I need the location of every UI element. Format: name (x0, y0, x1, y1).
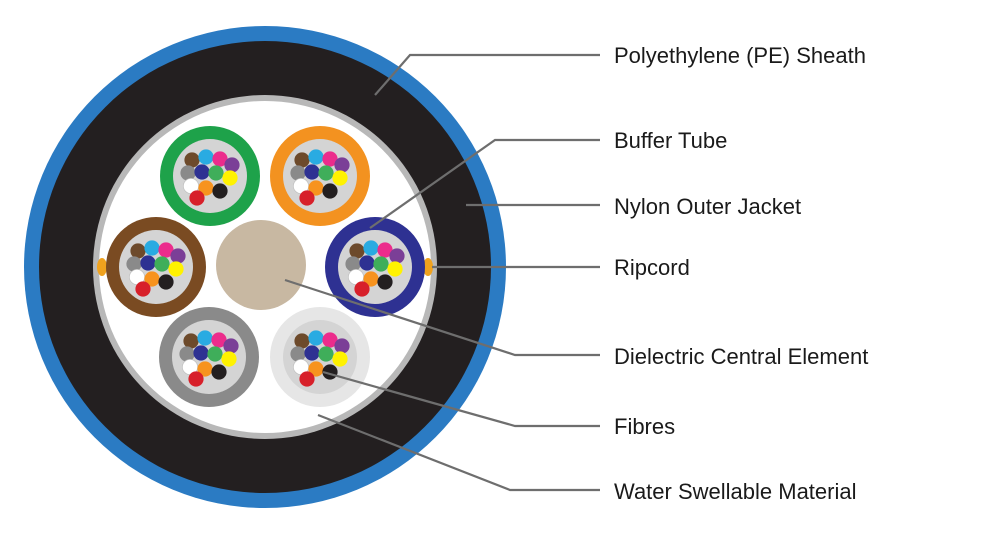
fibre (322, 151, 338, 167)
ripcord-right (423, 258, 433, 276)
fibre (224, 157, 240, 173)
leader-line-central-element (284, 278, 600, 357)
fibre (294, 333, 310, 349)
fibre (208, 165, 224, 181)
fibre (308, 330, 324, 346)
fibre (308, 180, 324, 196)
fibre (154, 256, 170, 272)
fibre (354, 281, 370, 297)
fibre (180, 165, 196, 181)
label-nylon-outer-jacket: Nylon Outer Jacket (614, 194, 801, 219)
fibre (318, 165, 334, 181)
fibre (304, 164, 320, 180)
fibre (183, 333, 199, 349)
fibre (304, 345, 320, 361)
fibre (189, 190, 205, 206)
leader-line-sheath (374, 53, 600, 96)
fibre (332, 170, 348, 186)
fibre (294, 152, 310, 168)
fibre (363, 240, 379, 256)
label-ripcord: Ripcord (614, 255, 690, 280)
fibre (144, 271, 160, 287)
dielectric-central-element (216, 220, 306, 310)
fibre (184, 152, 200, 168)
label-buffer-tube: Buffer Tube (614, 128, 727, 153)
fibre (373, 256, 389, 272)
fibre (198, 149, 214, 165)
leader-line-buffer-tube (369, 138, 600, 229)
fibre (290, 165, 306, 181)
fibre (194, 164, 210, 180)
fibre (322, 332, 338, 348)
buffer-tubes (106, 126, 425, 407)
leader-line-water-swellable (317, 413, 600, 492)
fibre (359, 255, 375, 271)
fibre (377, 274, 393, 290)
leader-line-fibres (322, 370, 600, 428)
fibre (212, 183, 228, 199)
fibre (387, 261, 403, 277)
fibre (140, 255, 156, 271)
fibre (188, 371, 204, 387)
fibre (299, 190, 315, 206)
fibre (334, 157, 350, 173)
fibre (179, 346, 195, 362)
fibre (197, 330, 213, 346)
fibre (363, 271, 379, 287)
fibre (207, 346, 223, 362)
fibre (334, 338, 350, 354)
fibre (222, 170, 238, 186)
fibre (198, 180, 214, 196)
fibre (377, 242, 393, 258)
fibre (211, 332, 227, 348)
fibre (318, 346, 334, 362)
label-dielectric-central-element: Dielectric Central Element (614, 344, 868, 369)
fibre (322, 183, 338, 199)
label-water-swellable-material: Water Swellable Material (614, 479, 857, 504)
fibre (308, 361, 324, 377)
labels: Polyethylene (PE) Sheath Buffer Tube Nyl… (614, 43, 868, 504)
fibre (158, 242, 174, 258)
fibre (221, 351, 237, 367)
fibre (168, 261, 184, 277)
fibre (158, 274, 174, 290)
fibre (170, 248, 186, 264)
fibre (212, 151, 228, 167)
fibre (126, 256, 142, 272)
fibre (332, 351, 348, 367)
cable-cross-section (24, 26, 506, 508)
fibre (197, 361, 213, 377)
fibre (389, 248, 405, 264)
fibre (144, 240, 160, 256)
label-polyethylene-sheath: Polyethylene (PE) Sheath (614, 43, 866, 68)
fibre (290, 346, 306, 362)
fibre (193, 345, 209, 361)
fibre (345, 256, 361, 272)
fibre (299, 371, 315, 387)
fibre (349, 243, 365, 259)
fibre (211, 364, 227, 380)
ripcord-left (97, 258, 107, 276)
fibre (130, 243, 146, 259)
leader-lines (284, 53, 600, 492)
fibre (223, 338, 239, 354)
fibre (308, 149, 324, 165)
label-fibres: Fibres (614, 414, 675, 439)
fibre (135, 281, 151, 297)
